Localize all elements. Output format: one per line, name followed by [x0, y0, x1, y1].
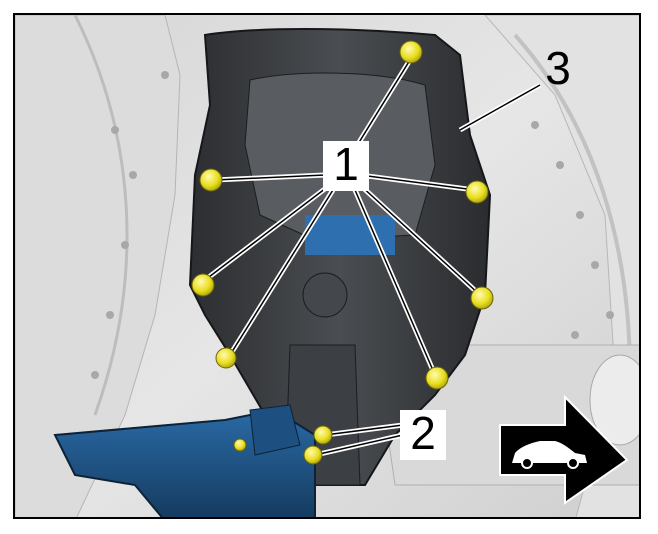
nut-upper: [313, 425, 333, 445]
bolt-right-middle: [470, 286, 494, 310]
bolt-right-lower: [425, 366, 449, 390]
bolt-left-middle: [191, 273, 215, 297]
diagram-frame: 1 2 3: [13, 13, 641, 519]
blue-tab: [249, 404, 301, 456]
bolt-left-lower: [215, 347, 237, 369]
right-panel-crease: [513, 33, 632, 376]
nut-lower: [303, 445, 323, 465]
cylinder-part: [589, 354, 639, 446]
callout-label-3: 3: [545, 42, 571, 94]
leader-lines-1: [204, 59, 481, 376]
left-body-panel: [15, 15, 181, 517]
car-forward-arrow-icon: [499, 394, 629, 505]
bolt-left-upper: [199, 168, 223, 192]
blue-lower-bracket: [53, 408, 316, 517]
panel-rivets: [91, 71, 614, 379]
left-panel-crease: [73, 15, 129, 416]
vehicle-body-illustration: [15, 15, 639, 517]
nut-small: [233, 438, 247, 452]
leader-line-3: [459, 84, 541, 131]
callout-label-1: 1: [323, 141, 369, 191]
leader-lines-2: [314, 424, 404, 456]
callout-label-2: 2: [400, 410, 446, 460]
bolt-top: [399, 40, 423, 64]
bolts-label-2: [233, 425, 333, 465]
bolt-right-upper: [465, 180, 489, 204]
bracket-boss: [302, 272, 348, 318]
bolts-label-1: [191, 40, 494, 390]
